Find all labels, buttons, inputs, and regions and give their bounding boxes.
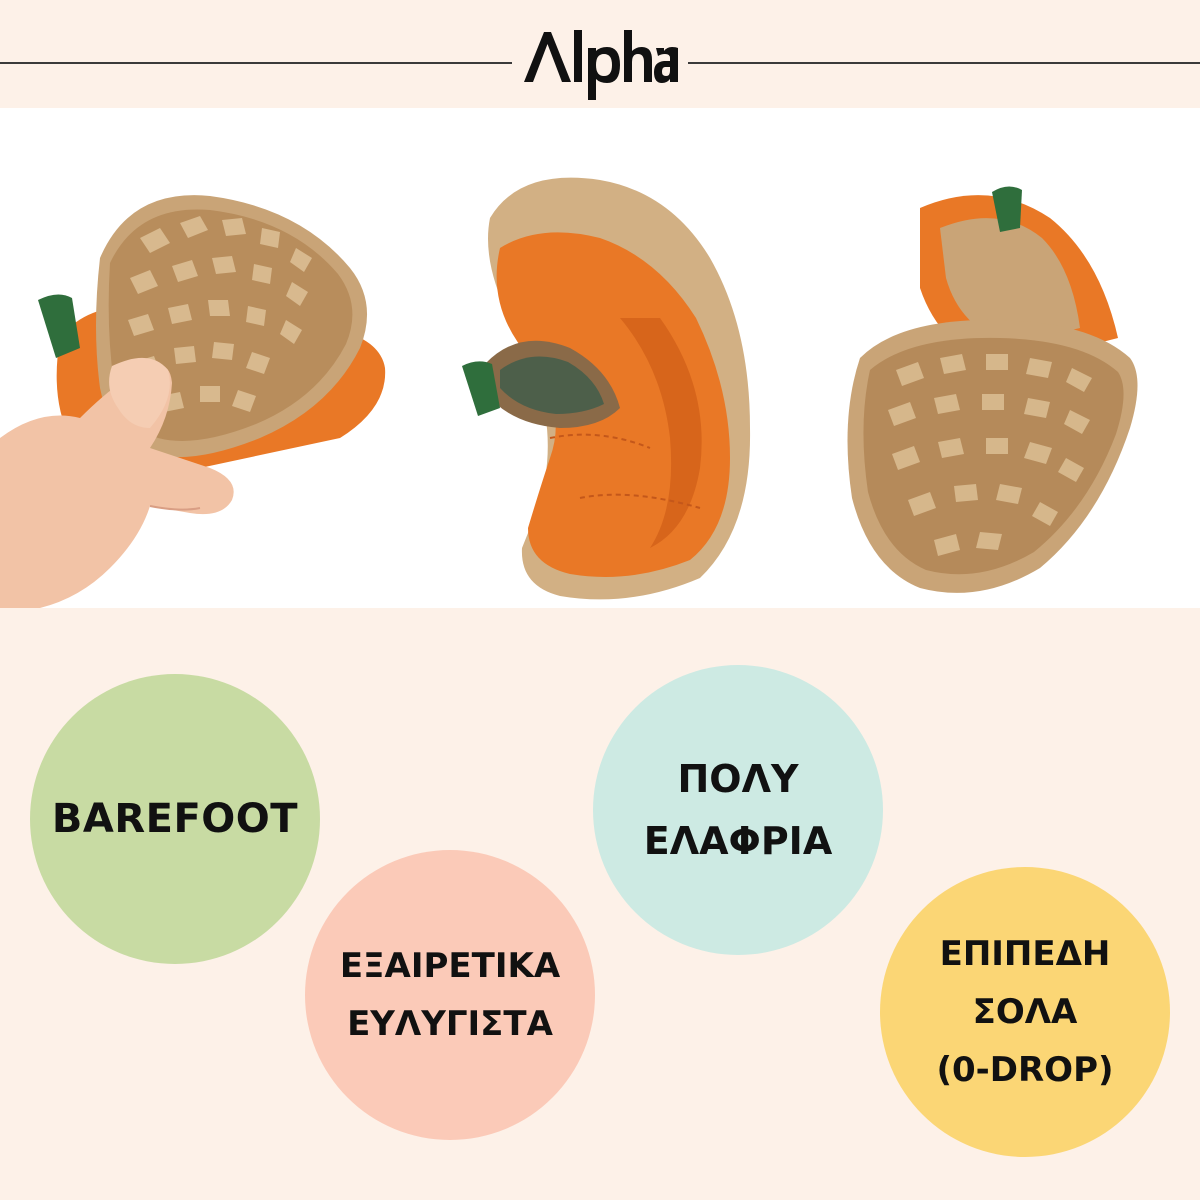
feature-zero-drop-line-1: ΕΠΙΠΕΔΗ <box>939 934 1111 974</box>
feature-flexible-line-2: ΕΥΛΥΓΙΣΤΑ <box>347 1004 553 1044</box>
shoe-sole-held-in-hand-photo <box>0 108 400 608</box>
shoe-flexed-side-view-photo <box>400 108 800 608</box>
feature-flexible-text: ΕΞΑΙΡΕΤΙΚΑ ΕΥΛΥΓΙΣΤΑ <box>340 937 560 1053</box>
feature-zero-drop-text: ΕΠΙΠΕΔΗ ΣΟΛΑ (0-DROP) <box>936 925 1113 1099</box>
shoe-bent-sole-view-photo <box>800 108 1200 608</box>
feature-lightweight: ΠΟΛΥ ΕΛΑΦΡΙΑ <box>593 665 883 955</box>
header <box>0 0 1200 108</box>
feature-barefoot-line-1: BAREFOOT <box>51 796 299 842</box>
product-photo-strip <box>0 108 1200 608</box>
header-divider-right <box>688 62 1200 64</box>
feature-zero-drop: ΕΠΙΠΕΔΗ ΣΟΛΑ (0-DROP) <box>880 867 1170 1157</box>
feature-zero-drop-line-3: (0-DROP) <box>936 1050 1114 1090</box>
feature-barefoot: BAREFOOT <box>30 674 320 964</box>
feature-lightweight-text: ΠΟΛΥ ΕΛΑΦΡΙΑ <box>644 748 832 872</box>
feature-lightweight-line-1: ΠΟΛΥ <box>677 757 799 801</box>
feature-flexible: ΕΞΑΙΡΕΤΙΚΑ ΕΥΛΥΓΙΣΤΑ <box>305 850 595 1140</box>
feature-flexible-line-1: ΕΞΑΙΡΕΤΙΚΑ <box>339 946 561 986</box>
brand-logo <box>518 20 682 104</box>
feature-lightweight-line-2: ΕΛΑΦΡΙΑ <box>643 819 833 863</box>
feature-zero-drop-line-2: ΣΟΛΑ <box>972 992 1078 1032</box>
header-divider-left <box>0 62 512 64</box>
feature-barefoot-text: BAREFOOT <box>52 796 298 842</box>
